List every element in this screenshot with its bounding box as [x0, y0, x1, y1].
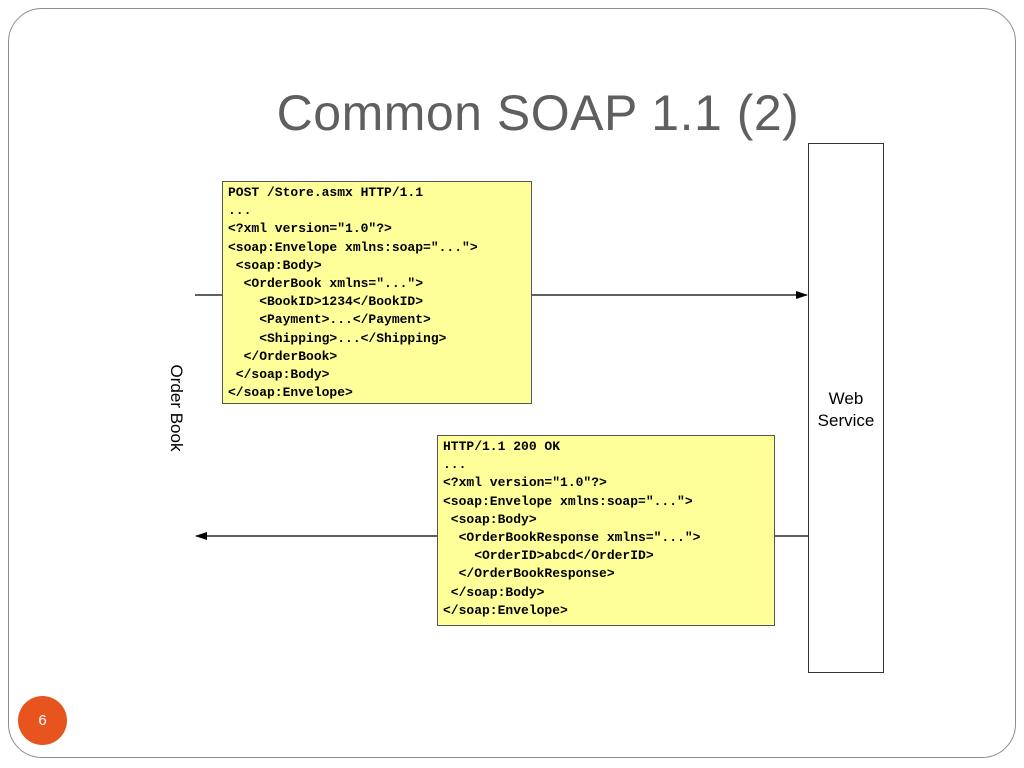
request-code-line: POST /Store.asmx HTTP/1.1 [228, 185, 424, 200]
response-code-line: </soap:Body> [443, 584, 545, 600]
request-code-line: ... [228, 203, 252, 219]
request-code-line: </soap:Body> [228, 367, 330, 383]
response-code-line: <soap:Body> [443, 511, 537, 527]
request-code-line: <Payment>...</Payment> [228, 312, 431, 328]
response-code-line: <soap:Envelope xmlns:soap="..."> [443, 493, 693, 509]
web-service-box [808, 143, 884, 673]
soap-request-box: POST /Store.asmx HTTP/1.1... <?xml versio… [222, 181, 532, 404]
response-code-line: </OrderBookResponse> [443, 566, 615, 582]
order-book-label: Order Book [167, 364, 186, 452]
response-code-line: <OrderBookResponse xmlns="..."> [443, 530, 701, 546]
web-service-label: Web Service [817, 389, 875, 430]
slide-title: Common SOAP 1.1 (2) [276, 85, 800, 141]
request-code-line: <soap:Envelope xmlns:soap="..."> [228, 239, 478, 255]
request-code-line: </OrderBook> [228, 348, 338, 364]
request-code-line: </soap:Envelope> [228, 385, 353, 401]
response-code-line: <OrderID>abcd</OrderID> [443, 548, 654, 564]
response-code-line: <?xml version="1.0"?> [443, 475, 607, 491]
request-code-line: <?xml version="1.0"?> [228, 221, 392, 237]
request-code-line: <Shipping>...</Shipping> [228, 330, 447, 346]
soap-response-box: HTTP/1.1 200 OK... <?xml version="1.0"?> <… [437, 435, 775, 626]
request-code-line: <OrderBook xmlns="..."> [228, 276, 424, 292]
response-code-line: ... [443, 457, 467, 473]
request-code-line: <soap:Body> [228, 257, 322, 273]
request-code-line: <BookID>1234</BookID> [228, 294, 424, 310]
response-code-line: HTTP/1.1 200 OK [443, 439, 561, 454]
response-code-line: </soap:Envelope> [443, 602, 568, 618]
page-number-badge: 6 [18, 696, 67, 745]
